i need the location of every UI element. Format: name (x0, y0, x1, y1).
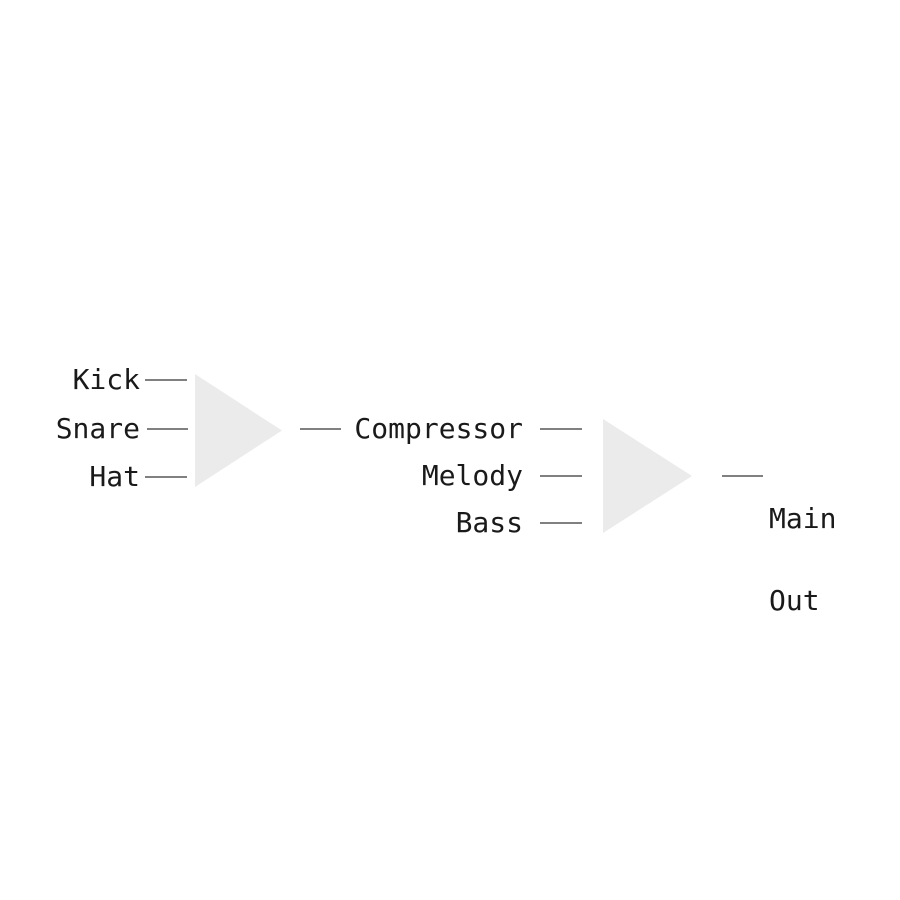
output-label-main-out: Main Out (769, 450, 836, 670)
input-label-kick: Kick (72, 363, 140, 396)
channel-label-melody: Melody (421, 459, 523, 492)
input-label-hat: Hat (89, 460, 140, 493)
mixer-triangle-1[interactable] (195, 374, 282, 487)
wire-mixer1-to-compressor (300, 428, 341, 430)
wire-mixer2-to-main-out (722, 475, 763, 477)
wire-snare-to-mixer1 (147, 428, 188, 430)
mixer-triangle-2[interactable] (603, 419, 692, 533)
wire-melody-to-mixer2 (540, 475, 582, 477)
wire-bass-to-mixer2 (540, 522, 582, 524)
output-label-line-1: Main (769, 502, 837, 535)
wire-compressor-to-mixer2 (540, 428, 582, 430)
channel-label-compressor: Compressor (354, 412, 523, 445)
output-label-line-2: Out (769, 584, 820, 617)
input-label-snare: Snare (55, 412, 140, 445)
wire-kick-to-mixer1 (145, 379, 187, 381)
wire-hat-to-mixer1 (145, 476, 187, 478)
channel-label-bass: Bass (455, 506, 523, 539)
